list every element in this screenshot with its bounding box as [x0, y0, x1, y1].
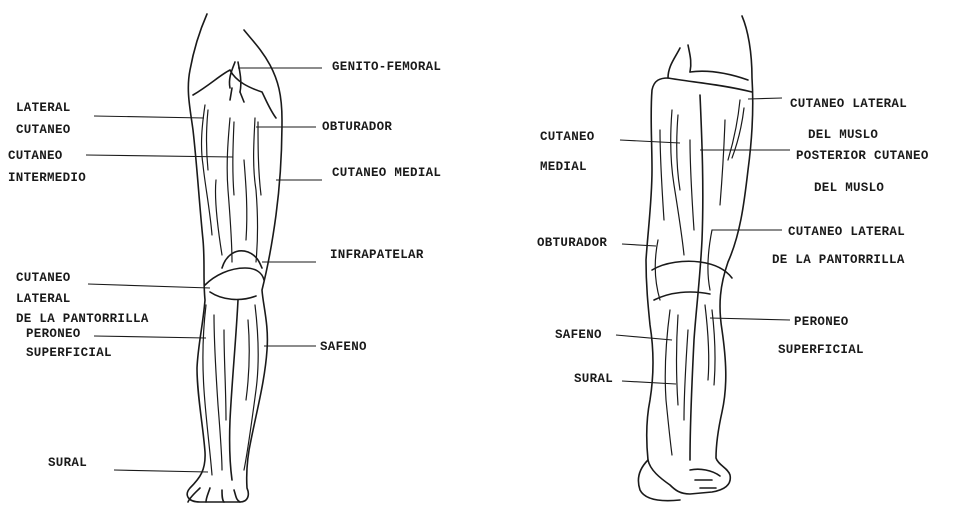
front-leg-illustration [187, 14, 282, 502]
label-cutaneo-medial-back: CUTANEO MEDIAL [540, 122, 595, 182]
leader-safeno-back [616, 335, 672, 340]
label-cutaneo-intermedio-line2: INTERMEDIO [8, 167, 86, 189]
back-leader-lines [616, 98, 790, 384]
label-safeno-back: SAFENO [555, 324, 602, 346]
label-genito-femoral: GENITO-FEMORAL [332, 56, 441, 78]
label-obturador-back: OBTURADOR [537, 232, 607, 254]
back-leg-illustration [638, 16, 752, 501]
label-lateral-cutaneo-line1: LATERAL [16, 97, 71, 119]
label-lateral-cutaneo-line2: CUTANEO [16, 119, 71, 141]
label-peroneo-front-line1: PERONEO [26, 325, 112, 344]
label-sural-back: SURAL [574, 368, 613, 390]
label-cutaneo-lateral-pantorrilla-front-line1: CUTANEO [16, 267, 149, 289]
label-cutaneo-intermedio: CUTANEO INTERMEDIO [8, 145, 86, 189]
leader-sural-back [622, 381, 676, 384]
label-cutaneo-lateral-pantorrilla-back-line1: CUTANEO LATERAL [772, 218, 905, 246]
label-obturador-front: OBTURADOR [322, 116, 392, 138]
leader-lateral-cutaneo [94, 116, 204, 118]
label-cutaneo-lateral-pantorrilla-front: CUTANEO LATERAL DE LA PANTORRILLA [16, 267, 149, 330]
label-peroneo-back-line2: SUPERFICIAL [778, 336, 864, 364]
label-cutaneo-lateral-pantorrilla-back-line2: DE LA PANTORRILLA [772, 246, 905, 274]
label-peroneo-back-line1: PERONEO [778, 308, 864, 336]
label-lateral-cutaneo: LATERAL CUTANEO [16, 97, 71, 141]
leader-cutaneo-intermedio [86, 155, 233, 157]
label-cutaneo-medial-back-line2: MEDIAL [540, 152, 595, 182]
label-cutaneo-lateral-muslo-line1: CUTANEO LATERAL [790, 89, 907, 120]
label-peroneo-front: PERONEO SUPERFICIAL [26, 325, 112, 363]
label-safeno-front: SAFENO [320, 336, 367, 358]
label-cutaneo-medial-front: CUTANEO MEDIAL [332, 162, 441, 184]
label-peroneo-back: PERONEO SUPERFICIAL [778, 308, 864, 364]
label-cutaneo-medial-back-line1: CUTANEO [540, 122, 595, 152]
label-posterior-cutaneo-line1: POSTERIOR CUTANEO [796, 140, 929, 172]
label-cutaneo-intermedio-line1: CUTANEO [8, 145, 86, 167]
label-posterior-cutaneo-line2: DEL MUSLO [796, 172, 929, 204]
leader-obturador-back [622, 244, 656, 246]
label-sural-front: SURAL [48, 452, 87, 474]
label-cutaneo-lateral-pantorrilla-back: CUTANEO LATERAL DE LA PANTORRILLA [772, 218, 905, 274]
label-peroneo-front-line2: SUPERFICIAL [26, 344, 112, 363]
label-posterior-cutaneo: POSTERIOR CUTANEO DEL MUSLO [796, 140, 929, 204]
label-cutaneo-lateral-pantorrilla-front-line2: LATERAL [16, 288, 149, 310]
label-infrapatelar: INFRAPATELAR [330, 244, 424, 266]
leader-sural-front [114, 470, 208, 472]
